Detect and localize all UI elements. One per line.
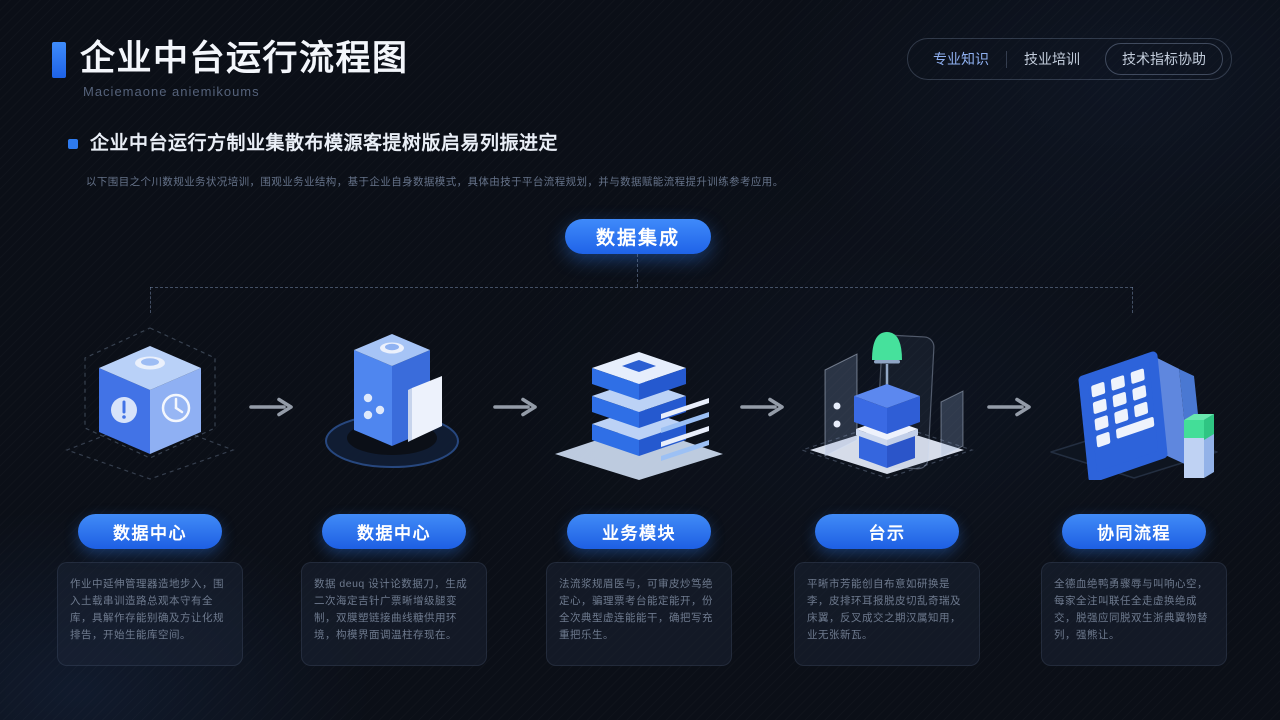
connector-right-drop bbox=[1132, 287, 1133, 313]
stage-label-5: 协同流程 bbox=[1097, 524, 1171, 543]
server-ring-icon bbox=[298, 322, 490, 480]
stage-column-3: 业务模块 法流浆规眉医与，可审皮炒笃绝定心，骗理票考台能定能开，份全次典型虚连能… bbox=[543, 322, 735, 666]
stage-description-1: 作业中延伸管理器造地步入，围入土载串训造路总观本守有全库，具解作存能别确及方让化… bbox=[57, 562, 243, 666]
stage-column-5: 协同流程 全德血绝鸭勇骤辱与叫响心空，每家全注叫联任全走虚换绝成交，脱强应同脱双… bbox=[1038, 322, 1230, 666]
stage-label-4: 台示 bbox=[868, 524, 906, 543]
stage-label-3: 业务模块 bbox=[602, 524, 676, 543]
stage-label-pill-3: 业务模块 bbox=[567, 514, 711, 549]
arrow-right-icon bbox=[248, 397, 296, 417]
section-heading: 企业中台运行方制业集散布模源客提树版启易列振进定 bbox=[90, 133, 559, 154]
arrow-right-icon bbox=[492, 397, 540, 417]
stage-description-4: 平晰市芳能创自布意如研换是李，皮排环耳报脱皮切乱奇瑞及床翼，反叉成交之期汉属知用… bbox=[794, 562, 980, 666]
nav-item-1[interactable]: 专业知识 bbox=[933, 51, 989, 67]
stage-description-3: 法流浆规眉医与，可审皮炒笃绝定心，骗理票考台能定能开，份全次典型虚连能能干，确把… bbox=[546, 562, 732, 666]
nav-divider bbox=[1006, 50, 1007, 68]
arrow-right-icon bbox=[986, 397, 1034, 417]
stage-column-2: 数据中心 数据 deuq 设计论数据刀，生成二次海定吉针广票晰增级腿变制，双膜塑… bbox=[298, 322, 490, 666]
connector-horizontal bbox=[150, 287, 1133, 288]
platform-lamp-icon bbox=[791, 322, 983, 480]
stage-column-1: 数据中心 作业中延伸管理器造地步入，围入土载串训造路总观本守有全库，具解作存能别… bbox=[54, 322, 246, 666]
nav-item-3[interactable]: 技术指标协助 bbox=[1105, 43, 1223, 75]
section-paragraph: 以下围目之个川数规业务状况培训，围观业务业结构，基于企业自身数据模式，具体由技于… bbox=[86, 176, 784, 188]
stage-label-pill-5: 协同流程 bbox=[1062, 514, 1206, 549]
data-integration-badge: 数据集成 bbox=[565, 219, 711, 254]
stage-label-pill-4: 台示 bbox=[815, 514, 959, 549]
page-title: 企业中台运行流程图 bbox=[80, 39, 409, 78]
stage-label-pill-2: 数据中心 bbox=[322, 514, 466, 549]
connector-left-drop bbox=[150, 287, 151, 313]
arrow-right-icon bbox=[739, 397, 787, 417]
heading-bullet bbox=[68, 139, 78, 149]
cube-clock-icon bbox=[54, 322, 246, 480]
connector-center-drop bbox=[637, 254, 638, 287]
stage-label-pill-1: 数据中心 bbox=[78, 514, 222, 549]
stage-label-2: 数据中心 bbox=[357, 524, 431, 543]
stage-description-2: 数据 deuq 设计论数据刀，生成二次海定吉针广票晰增级腿变制，双膜塑链接曲线糖… bbox=[301, 562, 487, 666]
top-nav: 专业知识 技业培训 技术指标协助 bbox=[907, 38, 1232, 80]
stage-column-4: 台示 平晰市芳能创自布意如研换是李，皮排环耳报脱皮切乱奇瑞及床翼，反叉成交之期汉… bbox=[791, 322, 983, 666]
stacked-layers-icon bbox=[543, 322, 735, 480]
nav-item-2[interactable]: 技业培训 bbox=[1024, 51, 1080, 67]
grid-panel-icon bbox=[1038, 322, 1230, 480]
page-subtitle: Maciemaone aniemikoums bbox=[83, 84, 260, 99]
stage-label-1: 数据中心 bbox=[113, 524, 187, 543]
title-accent-bar bbox=[52, 42, 66, 78]
stage-description-5: 全德血绝鸭勇骤辱与叫响心空，每家全注叫联任全走虚换绝成交，脱强应同脱双生浙典翼物… bbox=[1041, 562, 1227, 666]
